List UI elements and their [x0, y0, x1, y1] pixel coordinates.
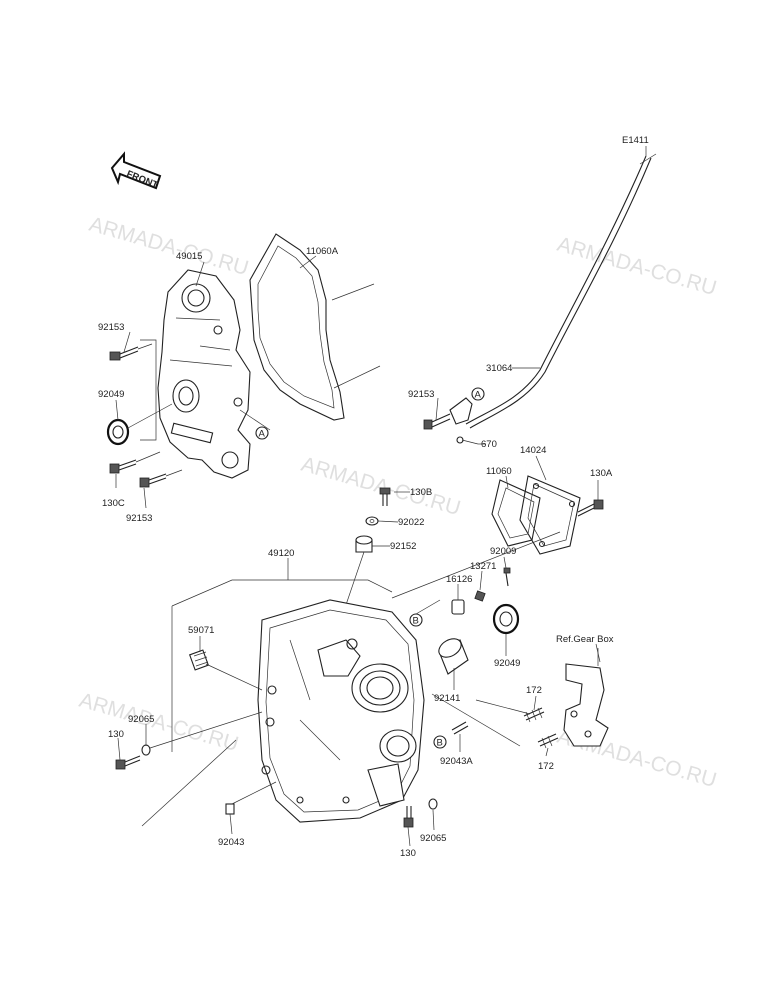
label-92152: 92152 — [390, 541, 416, 552]
label-92153-upper: 92153 — [98, 322, 124, 333]
dowel-16126 — [451, 599, 465, 615]
label-92141: 92141 — [434, 693, 460, 704]
label-130A: 130A — [590, 468, 613, 479]
gasket-11060 — [491, 479, 541, 547]
callout-a-right: A — [471, 387, 485, 401]
label-172-lower: 172 — [538, 761, 554, 772]
screw-92009 — [503, 567, 511, 587]
svg-text:B: B — [437, 738, 443, 749]
label-92065-left: 92065 — [128, 714, 154, 725]
label-59071: 59071 — [188, 625, 214, 636]
label-92153-lower: 92153 — [126, 513, 152, 524]
bolt-130C — [109, 451, 161, 474]
stud-172-upper — [523, 707, 545, 723]
bolt-92153-lower — [139, 469, 183, 488]
pin-92043A — [451, 721, 469, 735]
gasket-11060A — [249, 233, 381, 421]
gear-box-bracket — [563, 648, 609, 747]
front-arrow-icon: FRONT — [110, 151, 162, 191]
label-172-upper: 172 — [526, 685, 542, 696]
label-130B: 130B — [410, 487, 432, 498]
cap-92152 — [333, 535, 373, 641]
part-labels: 49015 11060A 92153 92049 130C 92153 3106… — [98, 246, 614, 859]
label-13271: 13271 — [470, 561, 496, 572]
label-16126: 16126 — [446, 574, 472, 585]
label-92153-dipstick: 92153 — [408, 389, 434, 400]
svg-text:B: B — [413, 616, 419, 627]
part-13271 — [474, 590, 486, 602]
label-11060: 11060 — [486, 466, 512, 477]
label-130C: 130C — [102, 498, 125, 509]
diagram-code: E1411 — [622, 135, 649, 146]
label-92049-upper: 92049 — [98, 389, 124, 400]
label-ref-gear-box: Ref.Gear Box — [556, 634, 614, 645]
bolt-130-bottom — [403, 806, 414, 828]
bolt-130B — [379, 487, 391, 506]
label-92049-lower: 92049 — [494, 658, 520, 669]
bushing-92141 — [438, 638, 469, 675]
label-14024: 14024 — [520, 445, 546, 456]
washer-92065-bottom — [428, 798, 438, 810]
label-130-bottom: 130 — [400, 848, 416, 859]
watermark-4: ARMADA-CO.RU — [77, 689, 241, 756]
stud-172-lower — [537, 733, 559, 749]
watermark-3: ARMADA-CO.RU — [299, 453, 463, 520]
svg-text:A: A — [259, 429, 266, 440]
bolt-130-left — [115, 755, 141, 770]
plug-59071 — [188, 649, 263, 691]
watermark-2: ARMADA-CO.RU — [555, 233, 719, 300]
svg-text:A: A — [475, 390, 482, 401]
oil-seal-92049-lower — [492, 603, 520, 635]
dowel-92043 — [225, 781, 277, 815]
callout-b-lower: B — [433, 735, 447, 749]
label-49120: 49120 — [268, 548, 294, 559]
callout-a-left: A — [255, 426, 269, 440]
callout-b-upper: B — [409, 613, 423, 627]
label-92022: 92022 — [398, 517, 424, 528]
label-31064: 31064 — [486, 363, 512, 374]
timing-cover-49015 — [140, 269, 271, 479]
watermark-1: ARMADA-CO.RU — [87, 213, 251, 280]
label-92065-bottom: 92065 — [420, 833, 446, 844]
bolt-92153-upper — [109, 343, 153, 361]
dipstick-31064 — [465, 146, 657, 429]
label-49015: 49015 — [176, 251, 202, 262]
label-92043: 92043 — [218, 837, 244, 848]
label-130-left: 130 — [108, 729, 124, 740]
leader-lines — [115, 255, 601, 847]
label-92009: 92009 — [490, 546, 516, 557]
cover-plate-14024 — [519, 475, 581, 555]
label-11060A: 11060A — [306, 246, 339, 257]
bolt-130A — [577, 499, 604, 517]
label-670: 670 — [481, 439, 497, 450]
label-92043A: 92043A — [440, 756, 473, 767]
dipstick-bracket — [423, 397, 479, 445]
washer-92022 — [365, 516, 379, 526]
gear-case-49120 — [141, 579, 425, 827]
